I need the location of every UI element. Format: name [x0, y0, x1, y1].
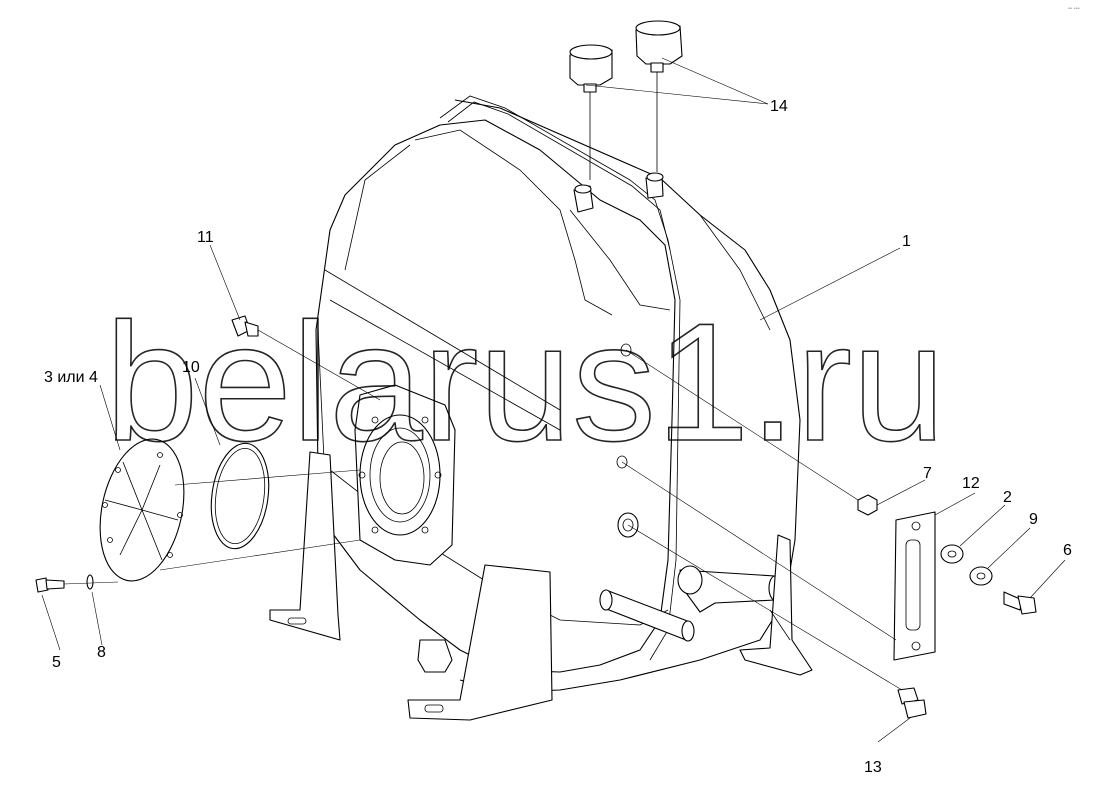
callout-9: 9 [1029, 511, 1038, 528]
callout-5: 5 [52, 654, 61, 671]
leader-lines [41, 57, 1066, 743]
callout-10: 10 [182, 359, 200, 376]
fasteners [35, 315, 1037, 719]
callout-6: 6 [1063, 542, 1072, 559]
callout-labels: 1 2 3 или 4 5 6 7 8 9 10 11 12 13 14 [44, 98, 1072, 776]
callout-1: 1 [902, 233, 911, 250]
callout-2: 2 [1003, 489, 1012, 506]
callout-3-or-4: 3 или 4 [44, 369, 98, 386]
tank-body [269, 95, 813, 721]
flange-cover [99, 438, 185, 582]
callout-13: 13 [864, 759, 882, 776]
o-ring [210, 442, 270, 550]
rubber-pads-14 [569, 20, 683, 180]
callout-8: 8 [97, 644, 106, 661]
callout-7: 7 [923, 465, 932, 482]
callout-12: 12 [962, 475, 980, 492]
corner-mark: ᵃᵉ ᵉᵉᵉ [1068, 7, 1080, 13]
callout-11: 11 [197, 229, 214, 246]
watermark-text: belarus1.ru [105, 288, 946, 476]
callout-14: 14 [770, 98, 788, 115]
